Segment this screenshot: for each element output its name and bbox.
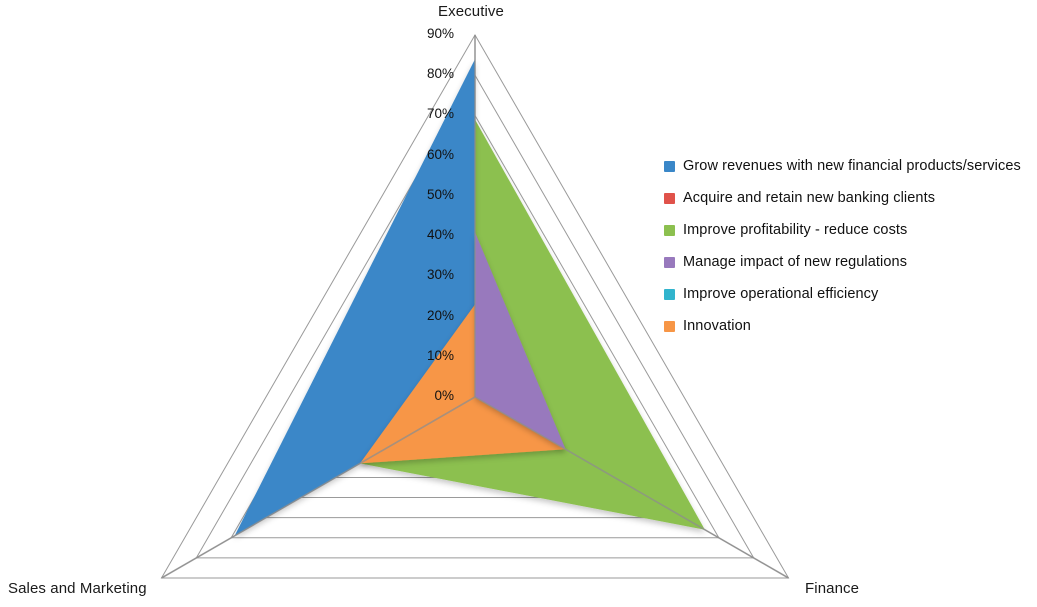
legend-label: Grow revenues with new financial product… — [683, 158, 1021, 174]
legend-swatch-icon — [664, 160, 675, 172]
grid-ring-80 — [195, 74, 755, 559]
radial-tick-20: 20% — [426, 307, 454, 323]
grid-ring-90 — [160, 33, 790, 579]
radial-tick-50: 50% — [426, 186, 454, 202]
legend-label: Innovation — [683, 318, 751, 334]
legend-swatch-icon — [664, 256, 675, 268]
radial-tick-10: 10% — [426, 347, 454, 363]
legend-item-4[interactable]: Improve operational efficiency — [664, 278, 1034, 310]
series-polygons — [234, 59, 705, 536]
axis-label-sales-and-marketing: Sales and Marketing — [8, 580, 147, 597]
radial-tick-40: 40% — [426, 227, 454, 243]
radial-tick-70: 70% — [426, 106, 454, 122]
radial-tick-30: 30% — [426, 267, 454, 283]
legend-swatch-icon — [664, 192, 675, 204]
legend-item-2[interactable]: Improve profitability - reduce costs — [664, 214, 1034, 246]
legend-label: Improve operational efficiency — [683, 286, 879, 302]
series-area-5 — [360, 304, 566, 464]
legend-item-1[interactable]: Acquire and retain new banking clients — [664, 182, 1034, 214]
legend-item-0[interactable]: Grow revenues with new financial product… — [664, 150, 1034, 182]
chart-legend: Grow revenues with new financial product… — [664, 150, 1034, 342]
axis-spoke-finance — [474, 396, 789, 579]
axis-label-finance: Finance — [805, 580, 860, 597]
axis-label-executive: Executive — [438, 3, 504, 20]
radial-tick-90: 90% — [426, 26, 454, 41]
radial-tick-60: 60% — [426, 146, 454, 162]
legend-swatch-icon — [664, 224, 675, 236]
legend-swatch-icon — [664, 320, 675, 332]
axis-spoke-sales-and-marketing — [161, 396, 476, 579]
legend-item-3[interactable]: Manage impact of new regulations — [664, 246, 1034, 278]
legend-swatch-icon — [664, 288, 675, 300]
legend-label: Manage impact of new regulations — [683, 254, 908, 270]
legend-label: Improve profitability - reduce costs — [683, 222, 908, 238]
radial-tick-0: 0% — [434, 388, 454, 403]
legend-item-5[interactable]: Innovation — [664, 310, 1034, 342]
radial-tick-80: 80% — [426, 66, 454, 82]
series-area-3 — [475, 232, 566, 450]
legend-label: Acquire and retain new banking clients — [683, 190, 936, 206]
center-axis-spokes — [161, 35, 789, 579]
